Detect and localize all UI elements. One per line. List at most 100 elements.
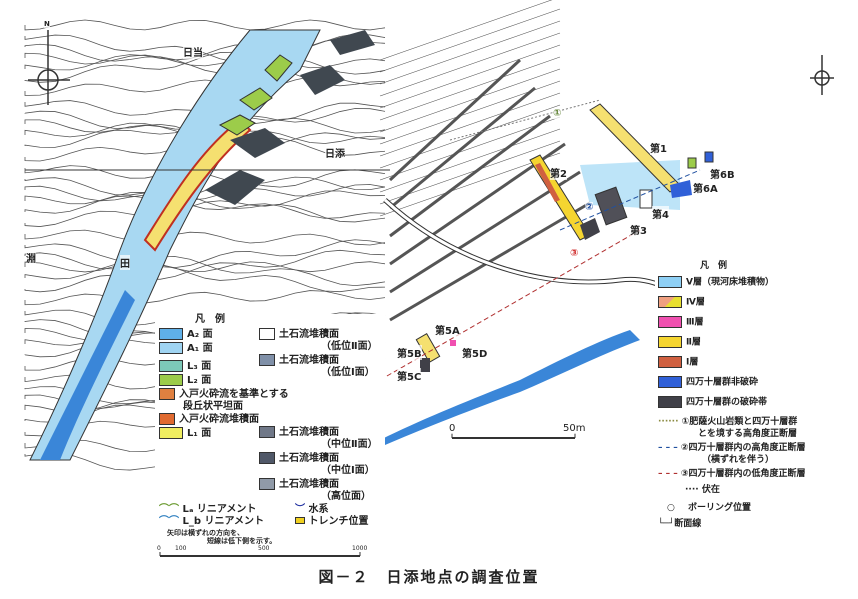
contour-line [389,170,581,294]
north-arrow-icon [28,30,70,105]
contour-line [379,104,561,169]
contour-line [379,68,561,133]
scale-tick: 100 [175,545,187,552]
legend-lineament-a: ⌒⌒ Lₐ リニアメント [159,504,257,515]
contour-line [379,128,561,193]
legend-debris-mid1: 土石流堆積面（中位Ⅰ面） [259,452,375,477]
scale-start: 0 [449,423,456,434]
contour-line [379,0,553,61]
legend-l1: L₁ 面 [159,427,211,440]
right-legend: 凡 例 Ⅴ層（現河床堆積物） Ⅳ層 Ⅲ層 Ⅱ層 Ⅰ層 四万十層群非破砕 四万十層… [655,260,858,535]
contour-line [24,190,386,227]
fault-1 [449,99,601,141]
place-label-fuchi: 淵 [26,250,36,265]
legend-fault-3: – – – ③四万十層群内の低角度正断層 [658,469,806,479]
terrace-l2-patches [218,54,293,136]
trench-label-5c: 第5C [397,368,422,383]
contour-line [24,185,386,219]
contour-line [24,261,386,273]
legend-water: ︶ 水系 [295,504,329,515]
river [380,330,640,445]
legend-l3: L₃ 面 [159,360,211,373]
legend-layer-iv: Ⅳ層 [658,296,705,309]
contour-line [24,33,386,71]
contour-line [388,58,522,182]
trench-6a [687,157,697,169]
legend-a1: A₁ 面 [159,342,213,355]
river-channel [40,290,135,460]
contour-line [379,140,561,205]
legend-debris-mid2: 土石流堆積面（中位Ⅱ面） [259,426,378,451]
figure-caption: 図－２ 日添地点の調査位置 [318,568,540,586]
scale-end: 50m [563,423,586,434]
place-label-ta: 田 [120,255,130,270]
contour-line [379,8,561,73]
legend-fault-2: – – – ②四万十層群内の高角度正断層（横ずれを伴う） [658,443,806,465]
debris-flow-patches [205,30,375,205]
trench-label-4: 第4 [652,206,669,221]
fault-mark-1: ① [553,108,562,119]
contour-line [24,249,386,293]
trench-label-3: 第3 [630,222,647,237]
trench-label-5d: 第5D [462,345,488,360]
legend-layer-v: Ⅴ層（現河床堆積物） [658,276,774,289]
legend-debris-high: 土石流堆積面（高位面） [259,478,371,503]
legend-heading: 凡 例 [700,261,728,271]
scale-tick: 1000 [352,545,368,552]
boring-icon: ○ [667,503,678,513]
contour-line [389,86,536,210]
legend-fault-1: ······ ①肥薩火山岩類と四万十層群とを境する高角度正断層 [658,417,798,439]
legend-note: 矢印は横ずれの方向を、短線は低下側を示す。 [167,529,277,545]
contour-line [379,32,561,97]
contour-line [379,20,561,85]
contour-line [24,239,386,280]
contour-line [379,92,561,157]
legend-layer-ii: Ⅱ層 [658,336,701,349]
contour-line [24,243,386,287]
north-label: N [44,20,50,28]
legend-section: └─┘断面線 [658,519,702,529]
fault-mark-3: ③ [570,248,579,259]
place-label-hiata: 日当 [183,44,203,59]
legend-debris-low1: 土石流堆積面（低位Ⅰ面） [259,354,375,379]
legend-shimanto-fractured: 四万十層群の破砕帯 [658,396,767,409]
contour-line [24,229,386,246]
legend-heading: 凡 例 [195,314,225,325]
scale-bar-right [451,433,576,439]
north-arrow-icon [810,55,834,95]
legend-debris-low2: 土石流堆積面（低位Ⅱ面） [259,328,378,353]
legend-ito-deposit: 入戸火砕流堆積面 [159,413,259,426]
legend-shimanto-intact: 四万十層群非破砕 [658,376,758,389]
legend-lineament-b: ⌒⌒ L_b リニアメント [159,516,264,527]
left-legend: 凡 例 A₂ 面 A₁ 面 L₃ 面 L₂ 面 入戸火砕流を基準とする段丘状平坦… [155,314,385,545]
trench-4 [639,189,653,209]
legend-boring: ○ ボーリング位置 [667,503,752,513]
fault-3 [379,229,641,381]
legend-l2: L₂ 面 [159,374,211,387]
scale-bar-left [159,552,361,557]
legend-hidden: ···· 伏在 [685,485,720,495]
contour-line [24,52,386,69]
contour-line [379,56,561,121]
legend-ito-terrace: 入戸火砕流を基準とする段丘状平坦面 [159,388,289,413]
legend-trench: トレンチ位置 [295,516,368,528]
trench-label-6a: 第6A [693,180,718,195]
contour-line [379,44,561,109]
trench-5 [415,333,456,372]
contour-line [24,290,386,306]
trench-3 [594,186,628,226]
contour-line [389,114,551,238]
fault-mark-2: ② [585,202,594,213]
trench-label-5a: 第5A [435,322,460,337]
contour-line [24,177,386,223]
fault-2 [559,169,701,231]
contour-line [24,184,386,205]
place-label-hisoe: 日添 [325,145,345,160]
trench-label-1: 第1 [650,140,667,155]
contour-line [379,152,561,217]
terrace-l1-band [143,118,252,252]
legend-layer-iii: Ⅲ層 [658,316,704,329]
scale-tick: 500 [258,545,270,552]
contour-line [24,19,386,31]
contour-line [379,116,561,181]
